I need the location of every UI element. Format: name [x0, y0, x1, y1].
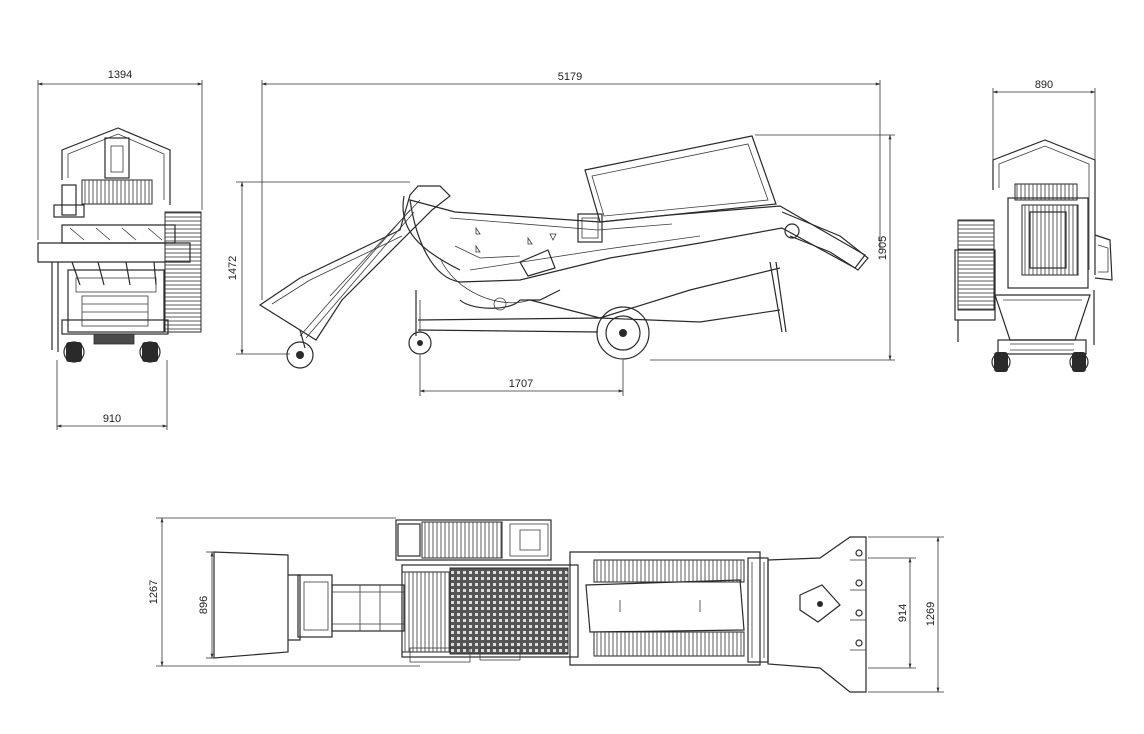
rear-view — [954, 139, 1113, 372]
side-total-height-dimension: 1905 — [650, 134, 895, 361]
warning-symbols — [475, 226, 557, 253]
side-length-label: 5179 — [558, 71, 582, 83]
top-left-width-dimension: 1267 — [148, 517, 420, 667]
front-width-label: 1394 — [108, 69, 132, 81]
top-inner-right-dimension: 914 — [868, 557, 916, 669]
top-right-width-dimension: 1269 — [868, 536, 944, 693]
top-inner-left-label: 896 — [198, 596, 210, 614]
main-wheel — [596, 306, 650, 360]
front-track-dimension: 910 — [56, 360, 168, 430]
side-left-height-label: 1472 — [227, 256, 239, 280]
middle-caster-wheel — [408, 290, 432, 355]
rear-width-label: 890 — [1035, 79, 1053, 91]
front-caster-wheel — [286, 329, 314, 369]
front-track-label: 910 — [103, 413, 121, 425]
front-view — [37, 127, 202, 363]
side-left-height-dimension: 1472 — [227, 181, 410, 355]
top-view — [213, 519, 867, 693]
front-width-dimension: 1394 — [37, 69, 203, 240]
side-wheelbase-label: 1707 — [509, 378, 533, 390]
side-total-height-label: 1905 — [877, 236, 889, 260]
side-length-dimension: 5179 — [261, 71, 881, 300]
rear-width-dimension: 890 — [992, 79, 1096, 160]
top-inner-right-label: 914 — [897, 604, 909, 622]
top-left-width-label: 1267 — [148, 580, 160, 604]
side-wheelbase-dimension: 1707 — [419, 355, 624, 396]
side-view — [258, 135, 869, 369]
top-right-width-label: 1269 — [925, 602, 937, 626]
top-inner-left-dimension: 896 — [198, 551, 216, 659]
